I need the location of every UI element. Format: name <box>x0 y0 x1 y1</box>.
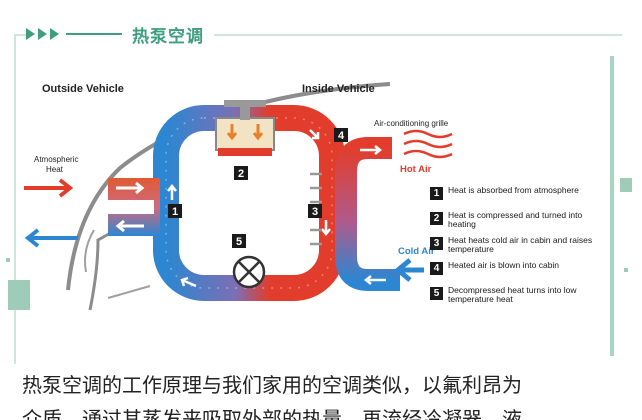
decor-square-left <box>8 280 30 310</box>
frame-right-line <box>610 56 614 356</box>
legend-badge: 5 <box>430 287 443 300</box>
compressor-box <box>215 117 275 151</box>
compressor-outlet <box>218 148 272 156</box>
triangle-icon <box>26 28 35 40</box>
decor-dot-left <box>6 258 10 262</box>
car-roof-outline <box>66 82 391 291</box>
right-arrow-icon <box>116 181 145 195</box>
legend-badge: 2 <box>430 212 443 225</box>
frame-left-line <box>14 34 16 364</box>
legend-text: Heat heats cold air in cabin and raises … <box>448 235 593 254</box>
legend-item-5: 5 Decompressed heat turns into low tempe… <box>430 286 610 306</box>
compressor-shaft <box>240 104 250 120</box>
legend-text: Heated air is blown into cabin <box>448 260 560 270</box>
outside-vehicle-label: Outside Vehicle <box>42 83 124 95</box>
car-front-outline <box>88 228 117 311</box>
down-arrow-icon <box>226 124 238 141</box>
section-header: 热泵空调 <box>26 22 214 46</box>
legend-text: Decompressed heat turns into low tempera… <box>448 285 577 304</box>
callout-3 <box>308 204 322 218</box>
legend-text: Heat is compressed and turned into heati… <box>448 210 583 229</box>
flow-arrow-icon <box>180 276 197 288</box>
header-rule <box>66 33 122 35</box>
condenser-coil <box>289 176 305 260</box>
valve-cross <box>238 261 260 283</box>
atmospheric-heat-label-1: Atmospheric <box>34 155 78 164</box>
callout-5-text: 5 <box>236 236 242 248</box>
legend-badge: 1 <box>430 187 443 200</box>
triangle-icon <box>50 28 59 40</box>
flow-arrow-icon <box>321 220 331 237</box>
triangle-icon <box>38 28 47 40</box>
callout-1 <box>168 204 182 218</box>
compressor-handle <box>224 100 266 107</box>
hot-air-waves <box>403 129 453 159</box>
legend-item-1: 1 Heat is absorbed from atmosphere <box>430 186 610 206</box>
callout-2 <box>234 166 248 180</box>
callout-3-text: 3 <box>312 206 318 218</box>
legend-badge: 3 <box>430 237 443 250</box>
flow-arrow-icon <box>309 129 320 140</box>
arrow-head-icon <box>394 258 412 282</box>
legend: 1 Heat is absorbed from atmosphere 2 Hea… <box>430 186 610 311</box>
atmospheric-heat-label-2: Heat <box>46 165 64 174</box>
decor-dot-right <box>624 268 628 272</box>
caption-line-2: 介质，通过其蒸发来吸取外部的热量，再流经冷凝器，液 <box>22 407 522 420</box>
legend-text: Heat is absorbed from atmosphere <box>448 185 579 195</box>
flow-arrow-icon <box>167 183 177 200</box>
section-title: 热泵空调 <box>132 26 204 46</box>
inside-vehicle-label: Inside Vehicle <box>302 83 375 95</box>
hot-air-label: Hot Air <box>400 164 432 175</box>
callout-5 <box>232 234 246 248</box>
car-bumper-line <box>107 285 151 299</box>
left-arrow-icon <box>363 275 386 285</box>
caption-paragraph: 热泵空调的工作原理与我们家用的空调类似，以氟利昂为 介质，通过其蒸发来吸取外部的… <box>22 368 622 420</box>
arrow-head-icon <box>58 178 74 198</box>
callout-2-text: 2 <box>238 168 244 180</box>
exchanger-gap <box>108 200 154 214</box>
legend-item-3: 3 Heat heats cold air in cabin and raise… <box>430 236 610 256</box>
diagram-svg: 1 2 3 4 5 Outside Vehicle Inside Vehicle… <box>24 82 453 311</box>
car-hood-line <box>84 229 95 273</box>
grille-label: Air-conditioning grille <box>374 119 449 128</box>
callout-4-text: 4 <box>338 130 345 142</box>
callout-1-text: 1 <box>172 206 178 218</box>
cabin-air-duct <box>335 137 400 291</box>
frame-top-line <box>14 34 622 36</box>
legend-item-2: 2 Heat is compressed and turned into hea… <box>430 211 610 231</box>
legend-item-4: 4 Heated air is blown into cabin <box>430 261 610 281</box>
callout-4 <box>334 128 348 142</box>
left-arrow-icon <box>115 219 144 233</box>
right-arrow-icon <box>360 145 383 155</box>
heat-pump-diagram: 1 2 3 4 5 Outside Vehicle Inside Vehicle… <box>20 60 610 365</box>
legend-badge: 4 <box>430 262 443 275</box>
down-arrow-icon <box>252 124 264 141</box>
caption-line-1: 热泵空调的工作原理与我们家用的空调类似，以氟利昂为 <box>22 373 522 397</box>
decor-square-right <box>620 178 632 192</box>
arrow-head-icon <box>24 228 40 248</box>
cold-air-label: Cold Air <box>398 246 435 257</box>
